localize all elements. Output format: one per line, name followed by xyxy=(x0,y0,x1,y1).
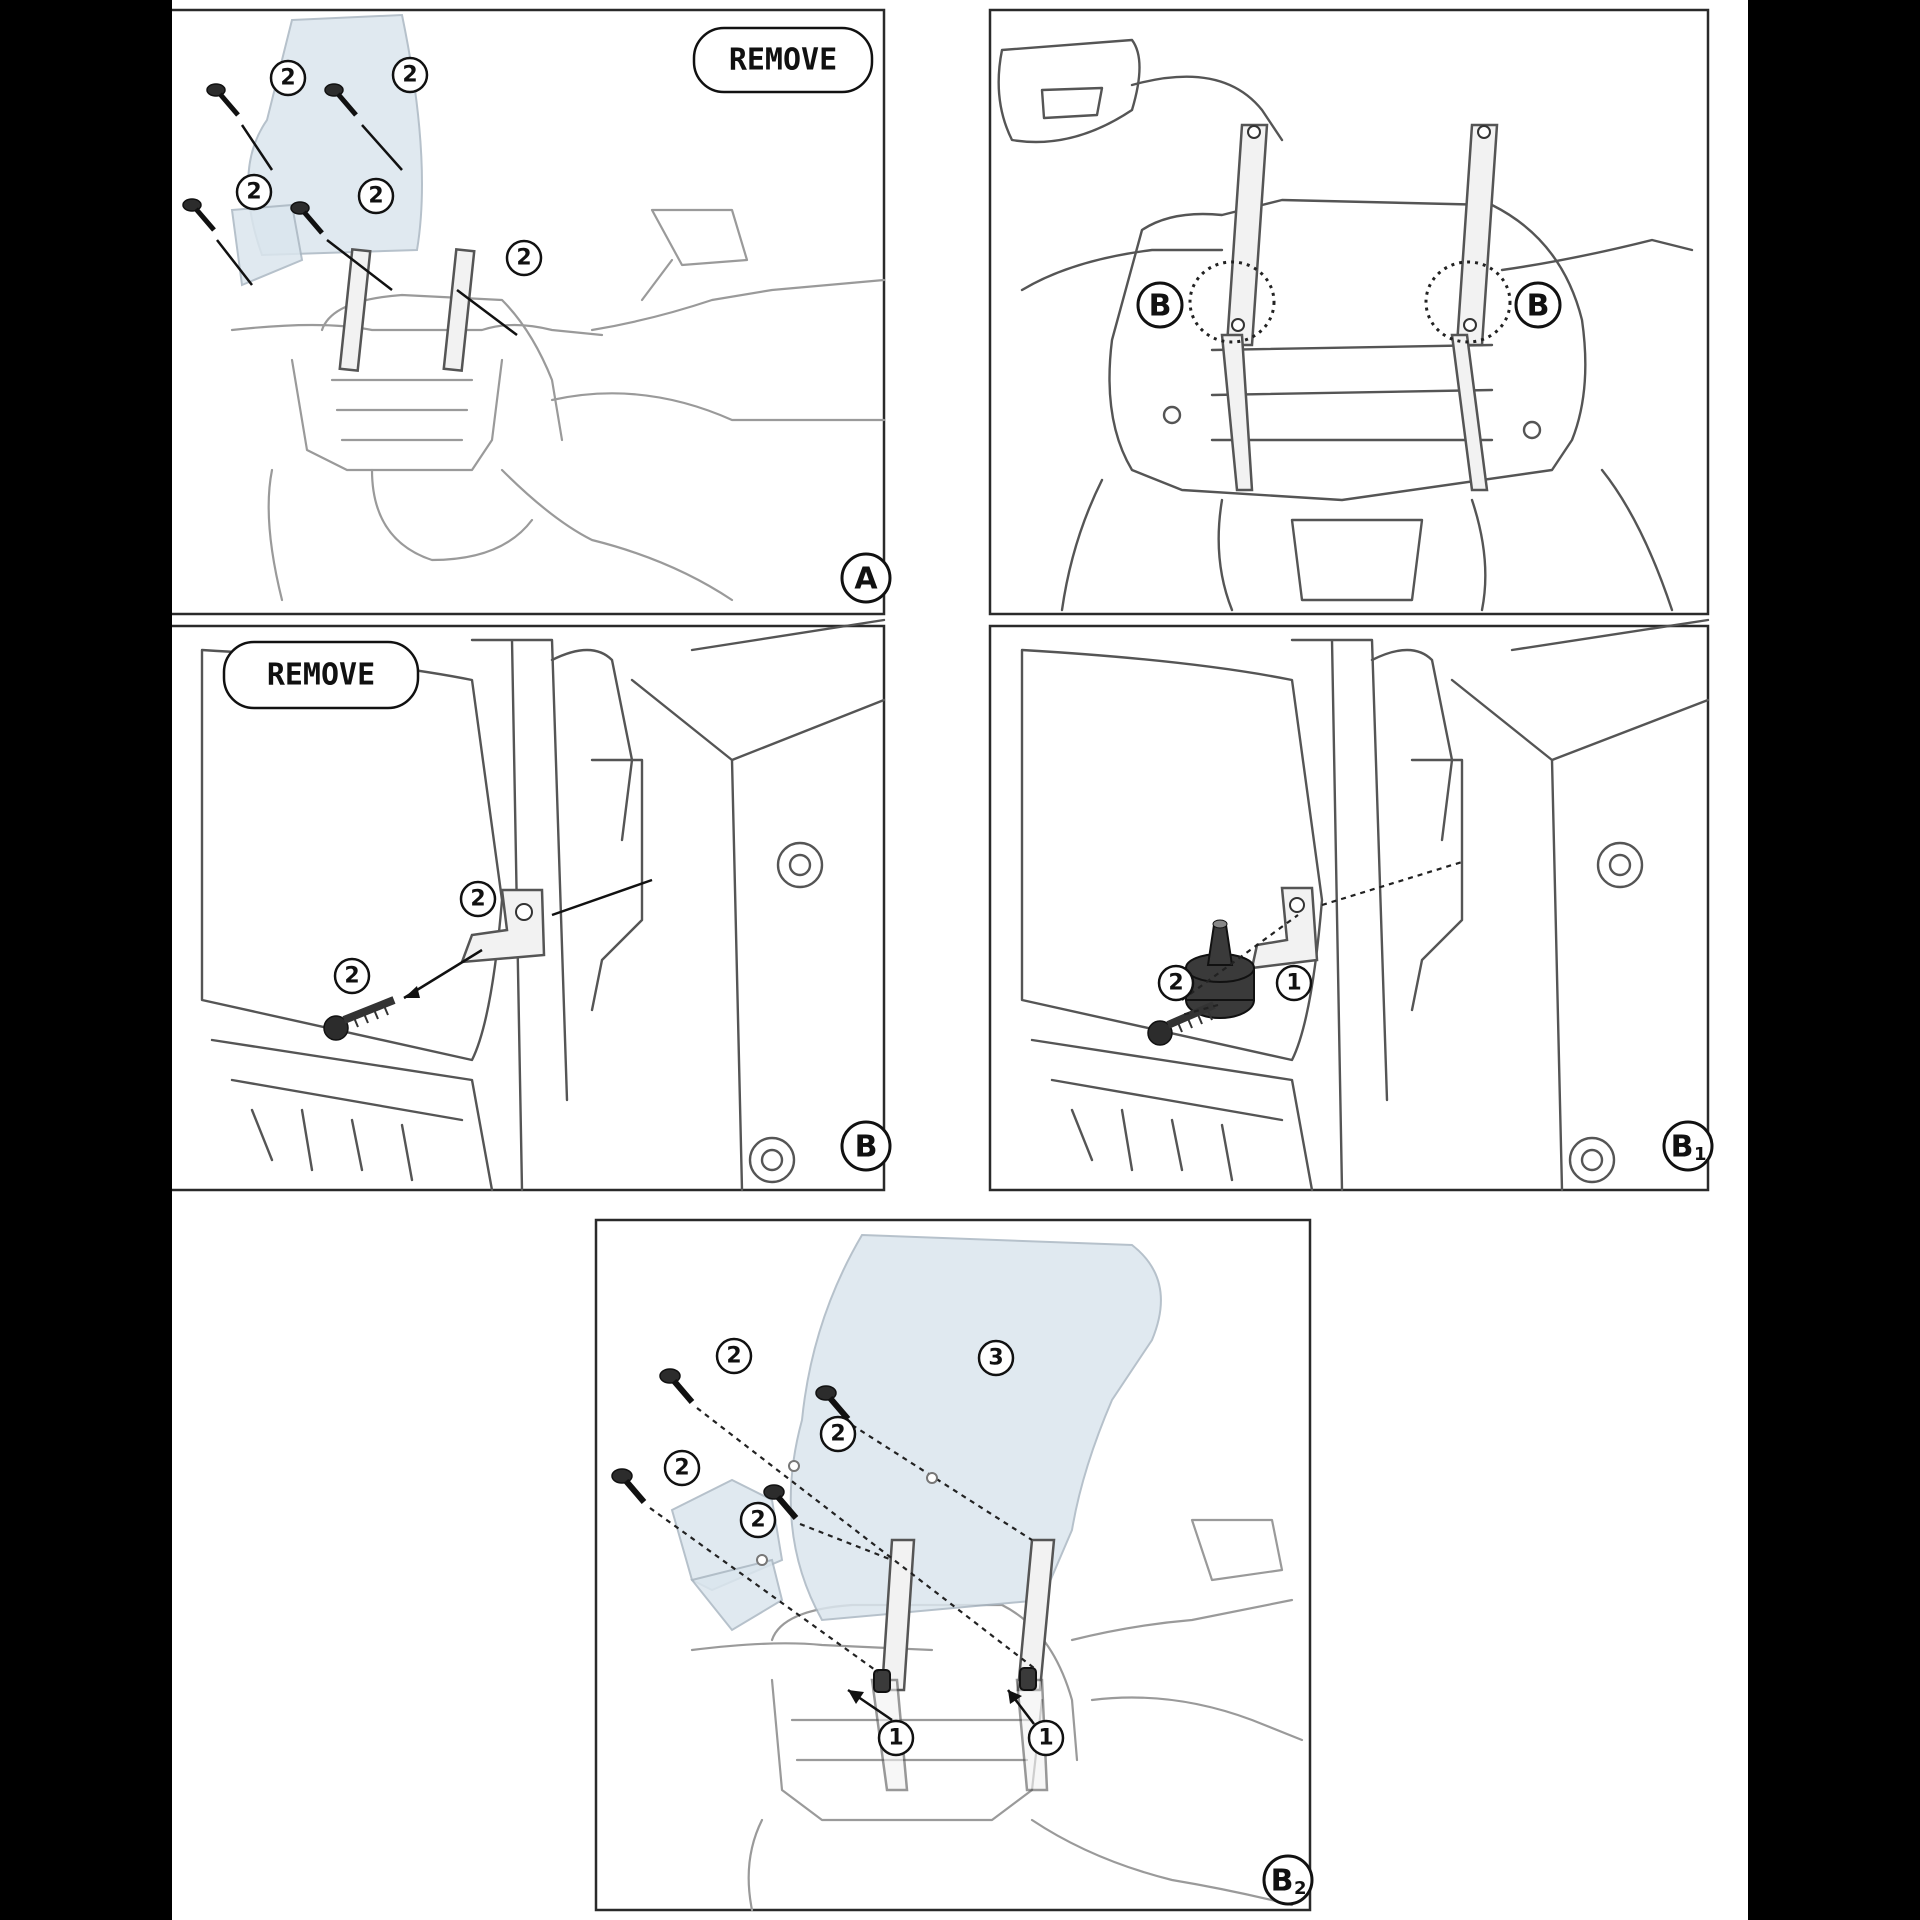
windshield xyxy=(789,1233,1162,1622)
screw-icon xyxy=(323,996,396,1041)
zoom-label-b: B xyxy=(1514,281,1562,329)
callout-label: 1 xyxy=(888,1726,903,1751)
callout-1: 1 xyxy=(877,1719,915,1757)
callout-label: 2 xyxy=(402,63,417,88)
callout-label: 2 xyxy=(470,887,485,912)
callout-2: 2 xyxy=(819,1415,857,1453)
step-label: B xyxy=(1271,1864,1294,1899)
instruction-sheet: 2 2 2 2 2 REMOVE A B B xyxy=(172,0,1748,1920)
screw-icon xyxy=(763,1484,799,1520)
callout-label: 2 xyxy=(726,1344,741,1369)
panel-a: 2 2 2 2 2 REMOVE A xyxy=(172,8,892,616)
callout-label: 2 xyxy=(750,1508,765,1533)
panel-b1: 2 1 B 1 xyxy=(988,618,1714,1192)
zoom-label: B xyxy=(1527,289,1550,324)
step-sub-label: 2 xyxy=(1294,1878,1307,1899)
callout-2: 2 xyxy=(505,239,543,277)
callout-label: 1 xyxy=(1038,1726,1053,1751)
detail-ring xyxy=(1424,260,1512,344)
callout-label: 2 xyxy=(516,246,531,271)
callout-2: 2 xyxy=(269,59,307,97)
screw-icon xyxy=(324,83,358,117)
callout-label: 2 xyxy=(830,1422,845,1447)
callout-2: 2 xyxy=(459,880,497,918)
remove-banner: REMOVE xyxy=(222,640,420,710)
step-badge-b1: B 1 xyxy=(1662,1120,1714,1172)
screw-icon xyxy=(815,1385,851,1421)
callout-label: 3 xyxy=(988,1346,1003,1371)
callout-label: 2 xyxy=(1168,971,1183,996)
rubber-knob-icon xyxy=(1185,919,1255,1019)
step-label: B xyxy=(1671,1130,1694,1165)
step-badge-a: A xyxy=(840,552,892,604)
screw-icon xyxy=(182,198,216,232)
remove-label: REMOVE xyxy=(267,658,375,693)
remove-banner: REMOVE xyxy=(692,26,874,94)
callout-label: 2 xyxy=(368,184,383,209)
callout-label: 2 xyxy=(344,964,359,989)
panel-b2: 2 2 2 2 3 1 1 B 2 xyxy=(594,1218,1314,1912)
panel-overview: B B xyxy=(988,8,1710,616)
screw-icon xyxy=(290,201,324,235)
step-label: B xyxy=(855,1130,878,1165)
callout-2: 2 xyxy=(663,1449,701,1487)
screw-icon xyxy=(611,1468,647,1504)
zoom-label: B xyxy=(1149,289,1172,324)
callout-2: 2 xyxy=(739,1501,777,1539)
callout-label: 1 xyxy=(1286,971,1301,996)
callout-2: 2 xyxy=(235,173,273,211)
remove-label: REMOVE xyxy=(729,43,837,78)
callout-1: 1 xyxy=(1275,964,1313,1002)
callout-3: 3 xyxy=(977,1339,1015,1377)
screw-icon xyxy=(659,1368,695,1404)
panel-b: 2 2 REMOVE B xyxy=(172,618,892,1192)
zoom-label-b: B xyxy=(1136,281,1184,329)
step-badge-b2: B 2 xyxy=(1262,1854,1314,1906)
callout-label: 2 xyxy=(280,66,295,91)
callout-label: 2 xyxy=(246,180,261,205)
callout-1: 1 xyxy=(1027,1719,1065,1757)
callout-2: 2 xyxy=(1157,964,1195,1002)
step-sub-label: 1 xyxy=(1694,1144,1707,1165)
detail-ring xyxy=(1188,260,1276,344)
callout-2: 2 xyxy=(715,1337,753,1375)
callout-2: 2 xyxy=(391,56,429,94)
callout-label: 2 xyxy=(674,1456,689,1481)
step-label: A xyxy=(854,562,878,597)
step-badge-b: B xyxy=(840,1120,892,1172)
screw-icon xyxy=(206,83,240,117)
callout-2: 2 xyxy=(357,177,395,215)
callout-2: 2 xyxy=(333,957,371,995)
assembly-diagram: 2 2 2 2 2 REMOVE A B B xyxy=(172,8,1714,1912)
